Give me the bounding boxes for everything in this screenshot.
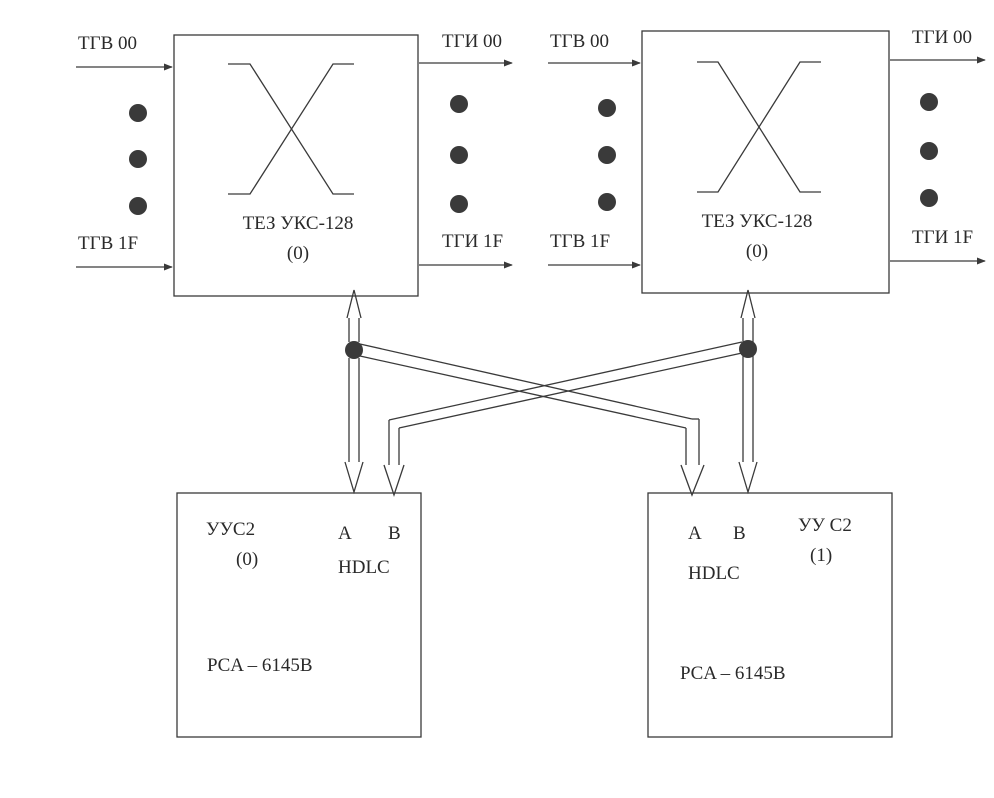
bus-cross-left-to-right [359,343,705,497]
controller-left-index: (0) [236,549,259,570]
controller-left-port-a: A [338,523,352,544]
controller-left-name: УУС2 [206,519,256,540]
switch-left-box [173,34,419,297]
controller-right-protocol: HDLC [688,563,740,584]
switch-right-input-ellipsis-dot [598,99,616,117]
bus-junction-right [739,340,757,358]
controller-right-name: УУ С2 [798,515,852,536]
switch-left-crossbar-symbol [228,63,354,195]
switch-right-input-label-last: ТГВ 1F [550,231,611,252]
switch-left-name: ТЕЗ УКС-128 [242,213,354,234]
controller-right-index: (1) [810,545,833,566]
switch-right-index: (0) [745,241,769,262]
bus-cross-right-to-left [383,341,743,498]
switch-right-crossbar-symbol [697,61,821,193]
switch-left-output-label-last: ТГИ 1F [442,231,504,252]
switch-right-output-ellipsis-dot [920,189,938,207]
switch-right-output-label-first: ТГИ 00 [912,27,973,48]
switch-left-output-ellipsis-dot [450,95,468,113]
switch-left-input-label-last: ТГВ 1F [78,233,139,254]
switch-right-input-label-first: ТГВ 00 [550,31,610,52]
switch-left-input-ellipsis-dot [129,197,147,215]
controller-left-protocol: HDLC [338,557,390,578]
switch-right-box [641,30,890,294]
bus-right-vertical [738,289,758,495]
switch-left-input-ellipsis-dot [129,150,147,168]
controller-right-box [647,492,893,738]
controller-left-port-b: B [388,523,401,544]
switch-right-name: ТЕЗ УКС-128 [701,211,813,232]
switch-right-output-label-last: ТГИ 1F [912,227,974,248]
controller-right-port-b: B [733,523,746,544]
switch-left-output-ellipsis-dot [450,195,468,213]
switch-left-output-label-first: ТГИ 00 [442,31,503,52]
switch-right-output-ellipsis-dot [920,93,938,111]
controller-right-port-a: A [688,523,702,544]
controller-left-board: PCA – 6145B [207,655,313,676]
switch-left-input-label-first: ТГВ 00 [78,33,138,54]
switch-left-input-ellipsis-dot [129,104,147,122]
controller-left-box [176,492,422,738]
switch-left-output-ellipsis-dot [450,146,468,164]
switch-right-input-ellipsis-dot [598,146,616,164]
controller-right-board: PCA – 6145B [680,663,786,684]
switch-left-index: (0) [286,243,310,264]
bus-junction-left [345,341,363,359]
bus-left-vertical [344,289,364,495]
switch-right-input-ellipsis-dot [598,193,616,211]
switch-right-output-ellipsis-dot [920,142,938,160]
